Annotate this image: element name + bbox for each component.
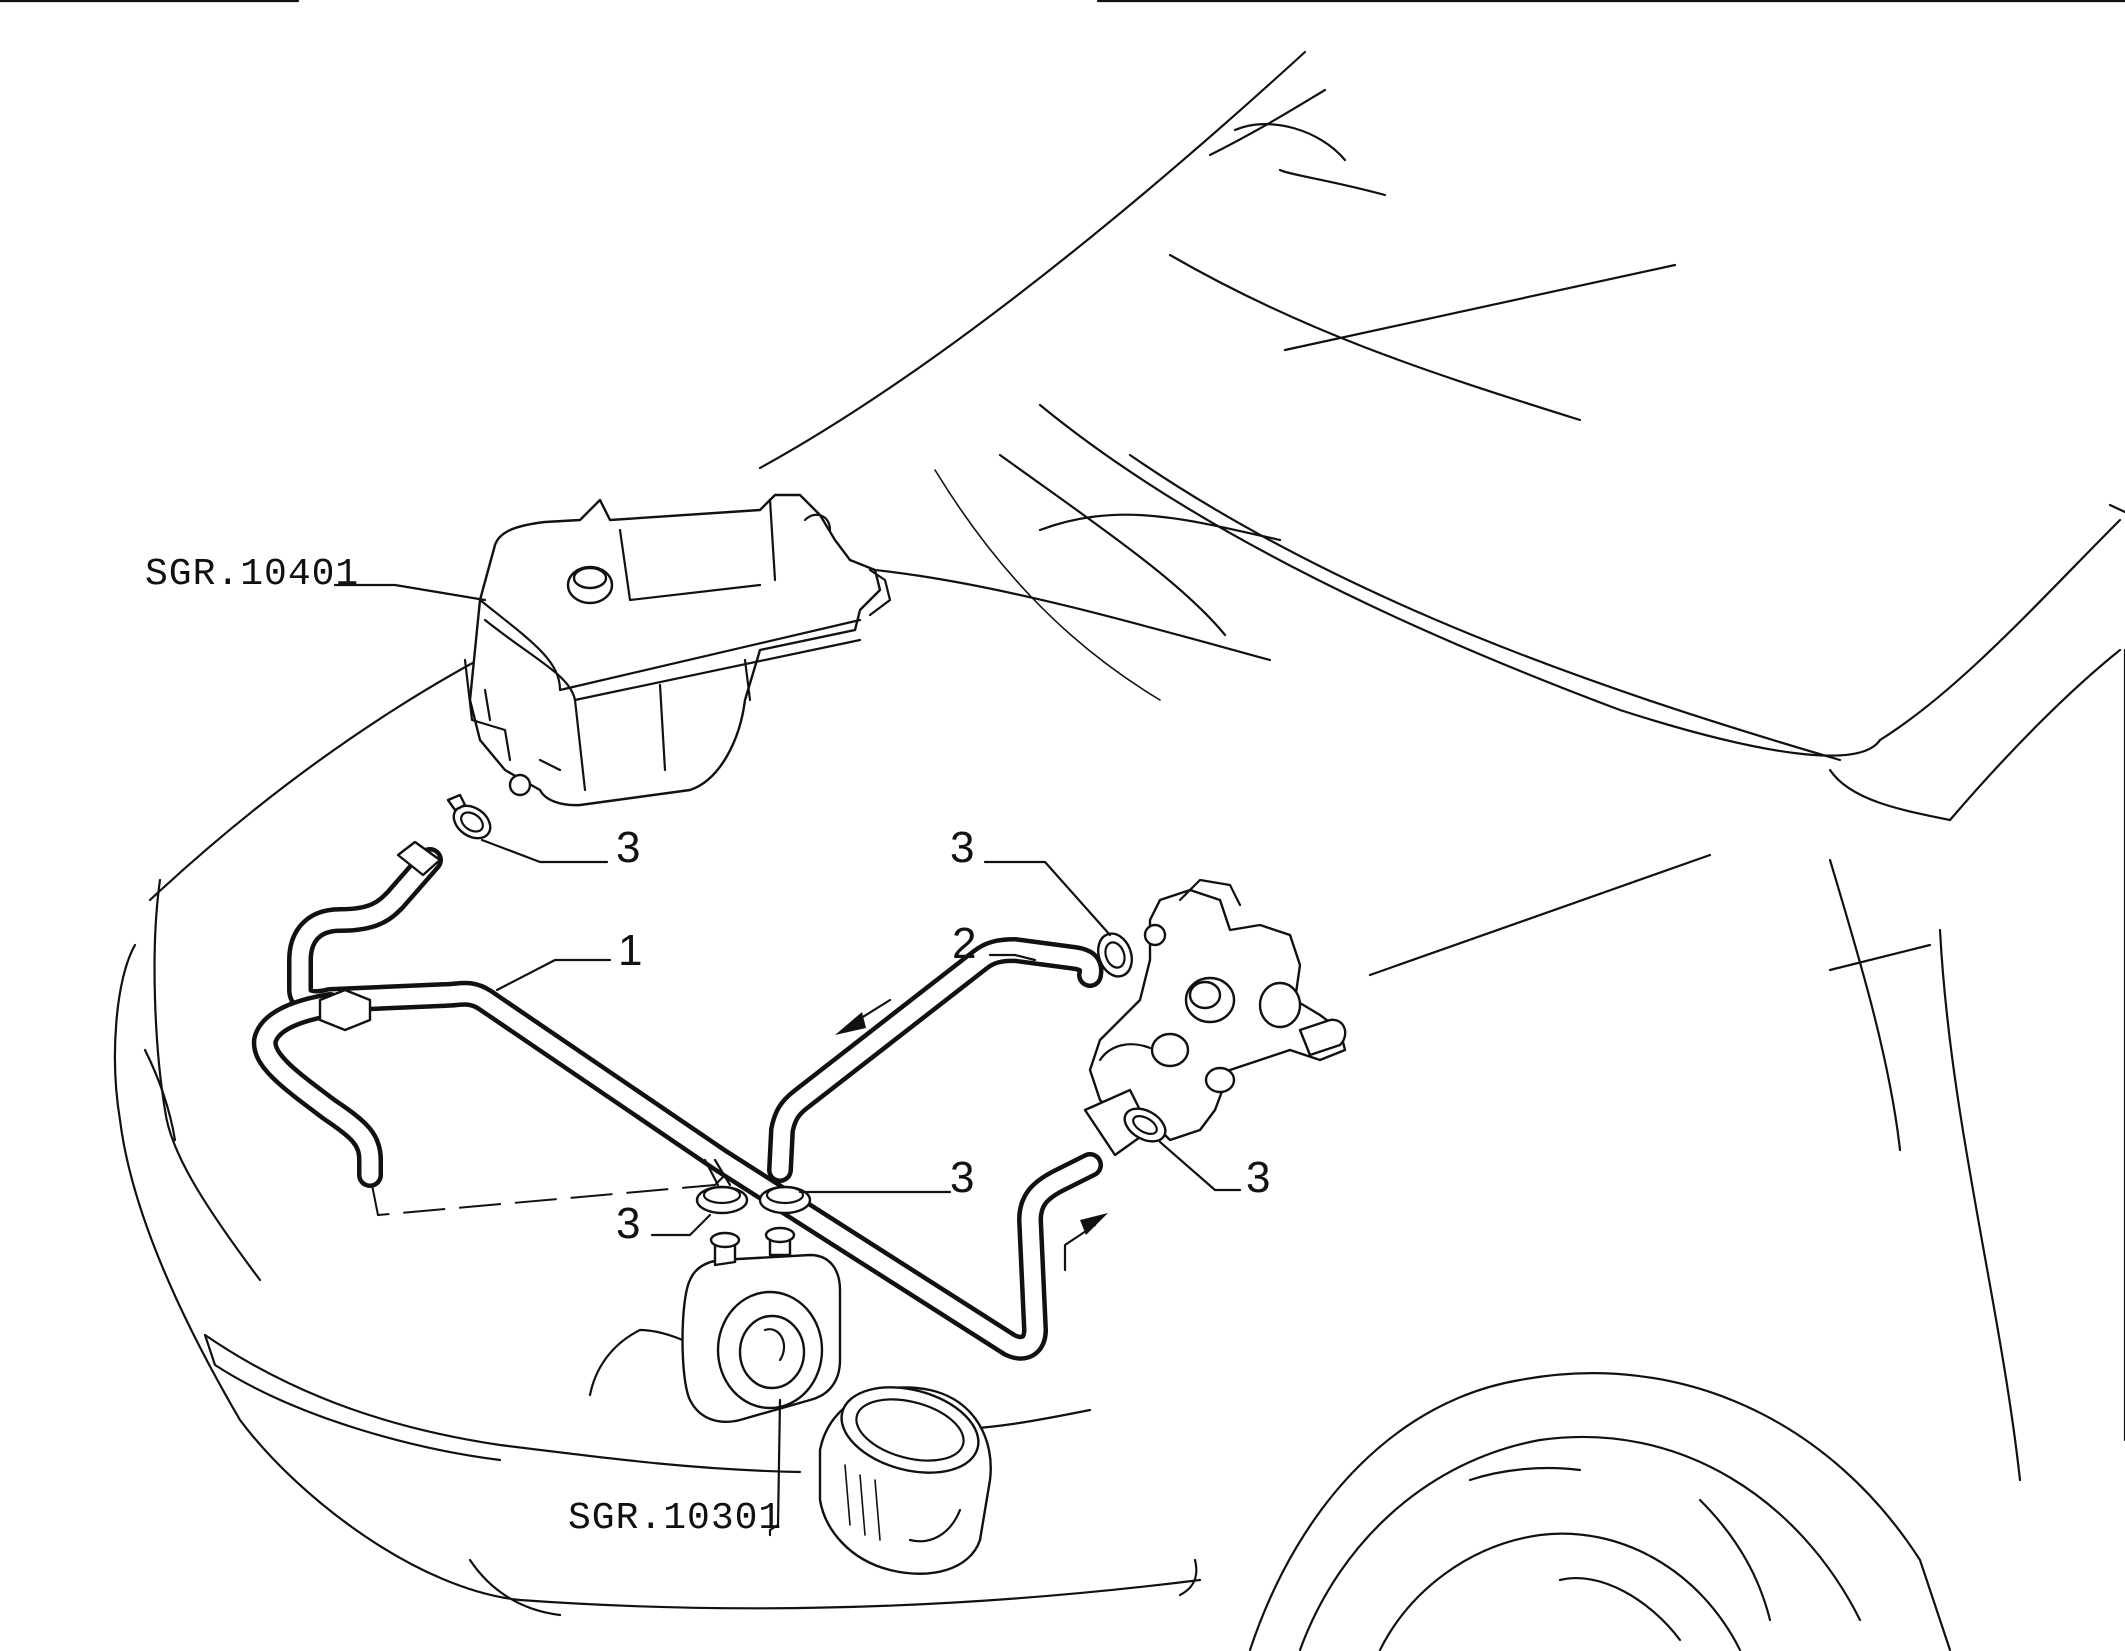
callout-clamp-cooler-right: 3 <box>950 1153 974 1202</box>
clamp-cooler-left <box>695 1185 749 1215</box>
clamp-thermostat-upper <box>1096 932 1134 978</box>
oil-filter <box>818 1386 992 1575</box>
expansion-tank <box>463 493 892 807</box>
thermostat-housing <box>1083 878 1347 1157</box>
ref-label-cooler: SGR.10301 <box>568 1497 782 1540</box>
callout-clamp-thermostat-upper: 3 <box>950 823 974 872</box>
ref-label-tank: SGR.10401 <box>145 553 359 596</box>
hose-1 <box>251 840 1103 1361</box>
callout-leaders <box>480 838 1242 1237</box>
callout-clamp-tank: 3 <box>616 823 640 872</box>
car-body-outline <box>148 50 2125 1482</box>
callout-hose-2: 2 <box>952 919 976 968</box>
front-wheel <box>1248 1372 1952 1651</box>
ref-leader-tank <box>333 583 487 602</box>
clamp-cooler-right <box>758 1185 812 1215</box>
flow-arrow-lower <box>1063 1213 1108 1272</box>
callout-hose-1: 1 <box>618 926 642 975</box>
clamp-tank <box>446 793 492 840</box>
ref-leader-cooler <box>768 1398 782 1537</box>
flow-arrow-upper <box>835 998 892 1035</box>
hose-2 <box>767 937 1104 1183</box>
oil-cooler <box>681 1226 842 1423</box>
callout-clamp-thermostat-lower: 3 <box>1246 1153 1270 1202</box>
callout-clamp-cooler-left: 3 <box>616 1199 640 1248</box>
clamp-thermostat-lower <box>1123 1107 1167 1143</box>
dashed-link <box>371 1173 727 1217</box>
